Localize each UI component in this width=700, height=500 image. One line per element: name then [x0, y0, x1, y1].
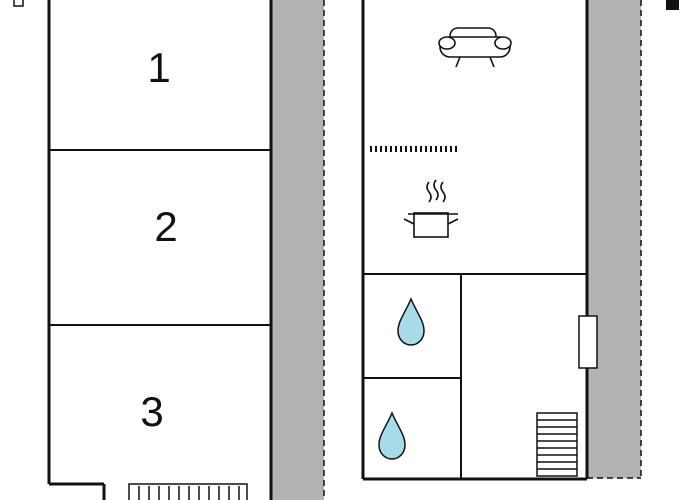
balcony-left — [271, 0, 324, 500]
window-icon — [578, 315, 598, 369]
window-icon-left — [13, 0, 24, 7]
stairs-icon — [128, 483, 248, 500]
north-marker-icon — [666, 0, 679, 10]
sofa-icon — [438, 27, 512, 68]
room-number-2: 2 — [154, 203, 177, 250]
room-number-3: 3 — [140, 388, 163, 435]
floor-left: 1 2 3 — [13, 0, 325, 500]
water-drop-icon — [397, 297, 425, 346]
balcony-right — [587, 0, 641, 478]
stairs-icon — [536, 412, 578, 477]
water-drop-icon — [378, 411, 406, 460]
stove-pot-icon — [403, 179, 459, 238]
floor-right — [361, 0, 679, 481]
room-number-1: 1 — [147, 44, 170, 91]
